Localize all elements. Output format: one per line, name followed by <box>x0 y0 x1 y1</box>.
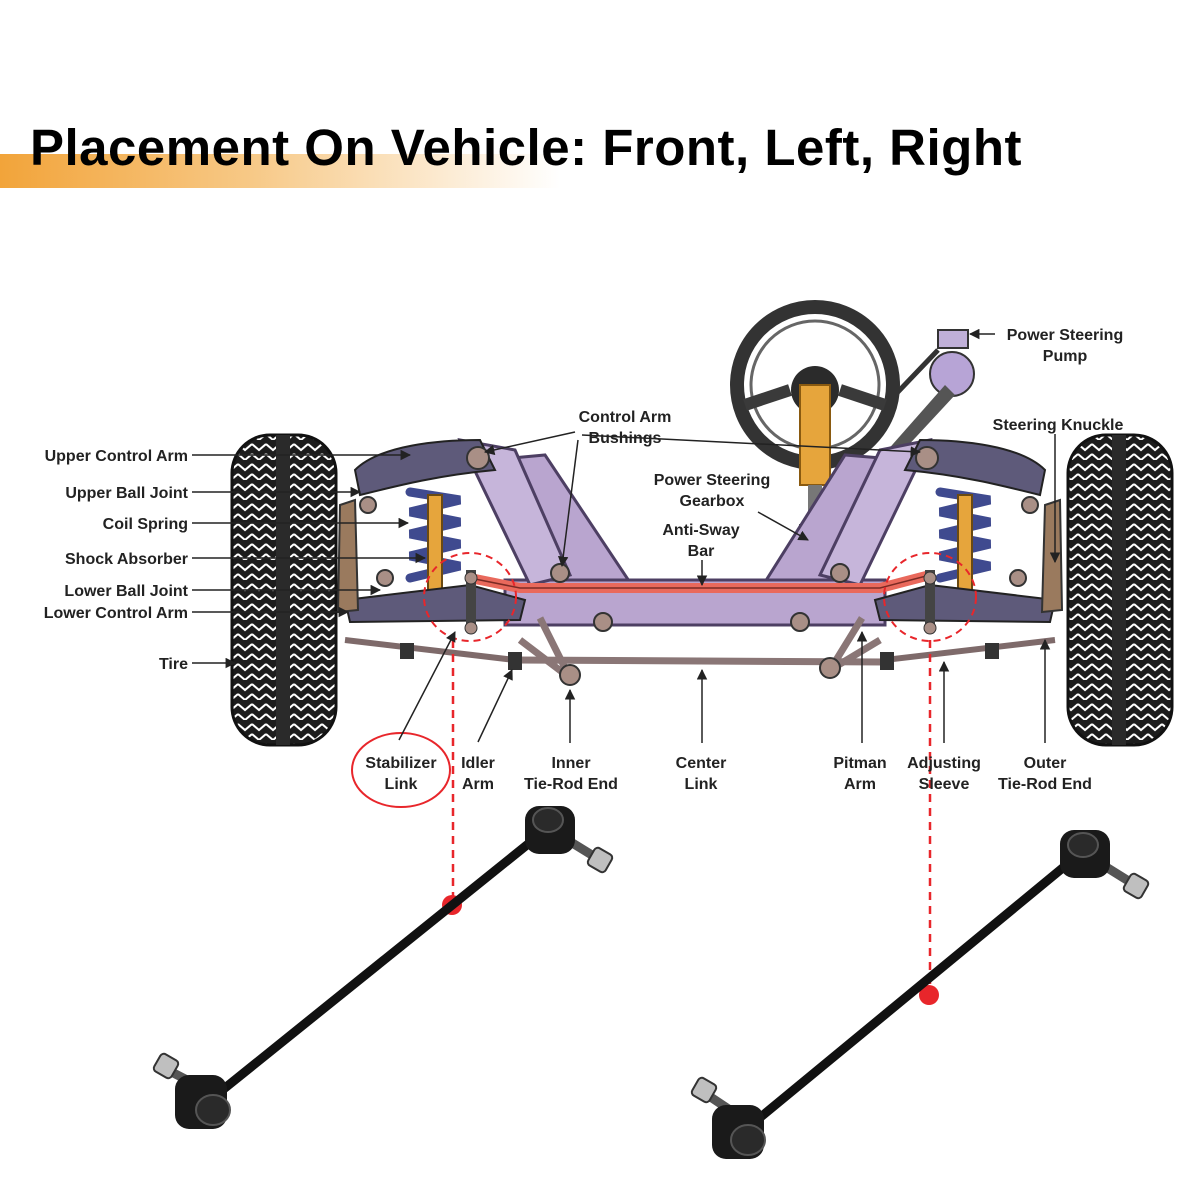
label-shock-absorber: Shock Absorber <box>65 551 188 568</box>
product-stabilizer-link-left <box>152 806 614 1129</box>
callout-labels: Upper Control Arm Upper Ball Joint Coil … <box>44 327 1124 793</box>
label-inner-tie-rod-end-line1: Inner <box>551 755 590 772</box>
label-center-link-line2: Link <box>685 776 718 793</box>
label-tire: Tire <box>159 656 188 673</box>
leader-lines <box>192 328 1061 743</box>
anti-sway-bar <box>465 570 935 593</box>
label-power-steering-gearbox-line2: Gearbox <box>680 493 745 510</box>
label-center-link-line1: Center <box>676 755 727 772</box>
right-steering-knuckle <box>1040 498 1064 614</box>
label-upper-ball-joint: Upper Ball Joint <box>65 485 188 502</box>
frame-bushings <box>550 563 850 632</box>
title-accent-bar <box>0 154 560 188</box>
label-adjusting-sleeve-line2: Sleeve <box>919 776 970 793</box>
left-steering-knuckle <box>336 498 360 614</box>
right-coil-spring <box>935 487 992 591</box>
label-anti-sway-bar-line2: Bar <box>688 543 715 560</box>
label-control-arm-bushings-line1: Control Arm <box>579 409 672 426</box>
left-coil-spring <box>405 487 462 591</box>
label-steering-knuckle: Steering Knuckle <box>993 417 1124 434</box>
right-upper-control-arm <box>903 438 1047 497</box>
label-outer-tie-rod-end-line1: Outer <box>1024 755 1067 772</box>
label-upper-control-arm: Upper Control Arm <box>45 448 188 465</box>
label-pitman-arm-line2: Arm <box>844 776 876 793</box>
label-lower-ball-joint: Lower Ball Joint <box>64 583 188 600</box>
label-control-arm-bushings-line2: Bushings <box>589 430 662 447</box>
left-stabilizer-link-in-diagram <box>464 570 478 635</box>
steering-linkage <box>344 616 1056 686</box>
label-power-steering-gearbox-line1: Power Steering <box>654 472 770 489</box>
label-power-steering-pump-line2: Pump <box>1043 348 1088 365</box>
right-tire <box>1066 433 1174 747</box>
label-anti-sway-bar-line1: Anti-Sway <box>662 522 739 539</box>
label-adjusting-sleeve-line1: Adjusting <box>907 755 981 772</box>
page-title: Placement On Vehicle: Front, Left, Right <box>30 119 1022 176</box>
label-inner-tie-rod-end-line2: Tie-Rod End <box>524 776 618 793</box>
label-idler-arm-line2: Arm <box>462 776 494 793</box>
label-stabilizer-link-line2: Link <box>385 776 418 793</box>
label-idler-arm-line1: Idler <box>461 755 495 772</box>
product-stabilizer-link-right <box>690 830 1150 1159</box>
left-lower-control-arm <box>343 496 527 624</box>
label-stabilizer-link-line1: Stabilizer <box>365 755 436 772</box>
label-coil-spring: Coil Spring <box>103 516 188 533</box>
label-outer-tie-rod-end-line2: Tie-Rod End <box>998 776 1092 793</box>
title-bar: Placement On Vehicle: Front, Left, Right <box>0 118 1200 188</box>
right-stabilizer-link-in-diagram <box>923 570 937 635</box>
right-lower-control-arm <box>873 496 1057 624</box>
left-upper-control-arm <box>353 438 497 497</box>
label-power-steering-pump-line1: Power Steering <box>1007 327 1123 344</box>
label-pitman-arm-line1: Pitman <box>833 755 886 772</box>
label-lower-control-arm: Lower Control Arm <box>44 605 188 622</box>
